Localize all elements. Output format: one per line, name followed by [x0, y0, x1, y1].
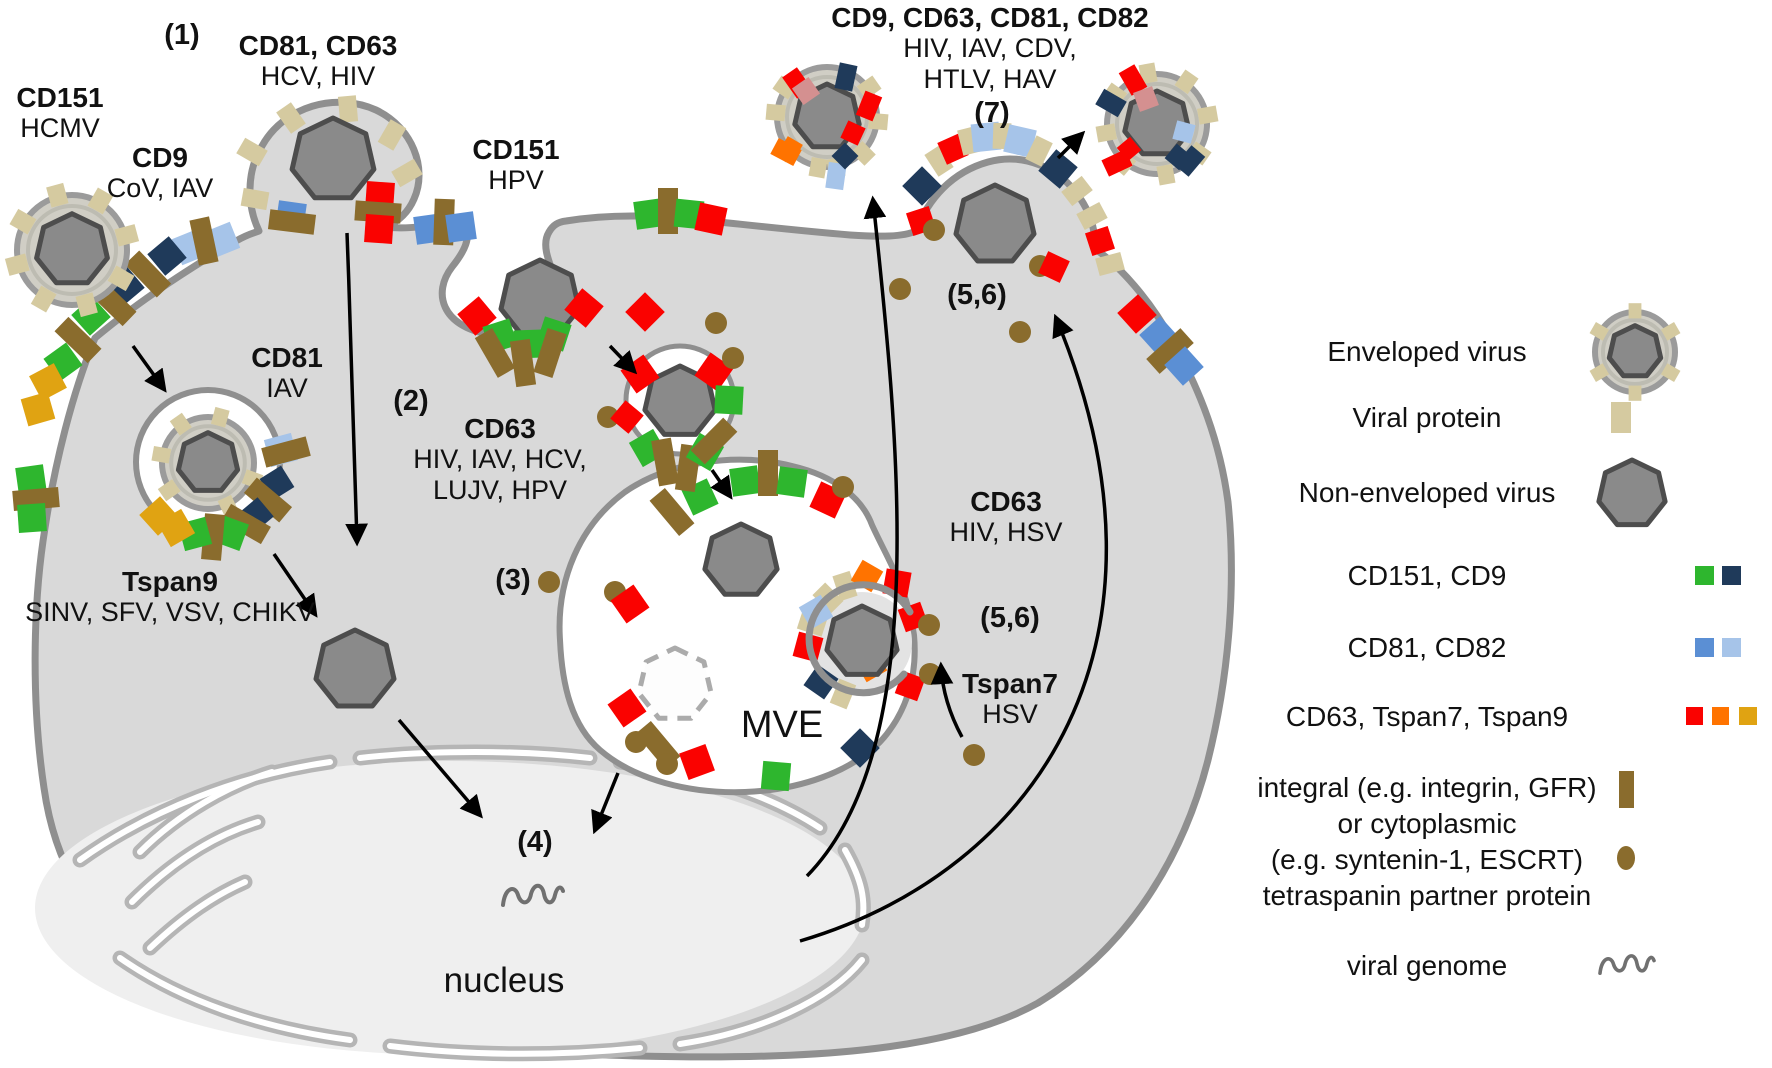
label-cd151-hcmv: CD151 HCMV [16, 82, 104, 143]
enveloped-virus-hcmv [4, 182, 140, 318]
disassembled-capsid-outline [636, 645, 714, 721]
legend-enveloped-virus: Enveloped virus [1327, 336, 1527, 367]
label-step-7: (7) [974, 97, 1010, 129]
bud-virus [236, 95, 423, 211]
label-step-1: (1) [164, 19, 200, 51]
legend-tspan9-swatch [1739, 707, 1757, 725]
legend-icons [1589, 303, 1757, 976]
legend-viral-protein-icon [1611, 402, 1631, 433]
pit-virus-hpv [457, 257, 665, 388]
legend-cd81-cd82: CD81, CD82 [1347, 632, 1507, 663]
legend-cytoplasmic-partner-icon [1617, 846, 1635, 870]
legend-cd63-tspan7-tspan9: CD63, Tspan7, Tspan9 [1285, 701, 1569, 732]
legend-integral-partner-icon [1619, 771, 1634, 808]
label-cd151-hpv: CD151 HPV [472, 134, 560, 195]
legend-cd81-swatch [1695, 638, 1714, 657]
legend-cd151-cd9: CD151, CD9 [1347, 560, 1507, 591]
mve-organelle [556, 450, 941, 796]
label-cd9-cov-iav: CD9 CoV, IAV [106, 142, 214, 203]
legend-cd63-swatch [1686, 707, 1703, 725]
label-cd81-iav: CD81 IAV [251, 342, 323, 403]
legend-viral-genome: viral genome [1346, 950, 1508, 981]
label-step-5-6-mve: (5,6) [980, 602, 1040, 634]
label-tspan9: Tspan9 SINV, SFV, VSV, CHIKV [25, 566, 315, 627]
pathway-arrows [131, 130, 1109, 943]
endosome-cd63 [620, 343, 744, 493]
label-exit-title: CD9, CD63, CD81, CD82 HIV, IAV, CDV, HTL… [831, 2, 1149, 94]
legend-enveloped-virus-icon [1589, 303, 1681, 401]
mve-budding-virus [792, 559, 941, 710]
virus-capsid-in-mve [702, 521, 780, 597]
label-cd81-cd63: CD81, CD63 HCV, HIV [238, 30, 398, 91]
label-step-5-6-pm: (5,6) [947, 279, 1007, 311]
label-step-3: (3) [495, 564, 531, 596]
legend-cd82-swatch [1722, 638, 1741, 657]
legend-tspan7-swatch [1712, 707, 1729, 725]
nuclear-envelope [72, 744, 871, 1062]
legend-partner-protein: integral (e.g. integrin, GFR) or cytopla… [1257, 772, 1597, 911]
label-cd63-exit: CD63 HIV, HSV [949, 486, 1063, 547]
legend-cd151-swatch [1695, 566, 1714, 585]
label-step-2: (2) [393, 385, 429, 417]
label-tspan7: Tspan7 HSV [962, 668, 1058, 729]
free-capsid-cytoplasm [313, 627, 397, 709]
label-mve: MVE [740, 704, 824, 746]
label-nucleus: nucleus [443, 961, 565, 1000]
released-enveloped-virus-1 [765, 62, 889, 191]
endosome-cd81-iav [133, 387, 311, 561]
legend-cd9-swatch [1722, 566, 1741, 585]
label-step-4: (4) [517, 826, 553, 858]
nucleus-organelle [35, 744, 871, 1062]
legend-non-enveloped-virus: Non-enveloped virus [1298, 477, 1556, 508]
legend-non-enveloped-virus-icon [1596, 457, 1668, 528]
plasma-membrane-budding-site [902, 121, 1204, 386]
label-cd63-entry: CD63 HIV, IAV, HCV, LUJV, HPV [413, 413, 587, 505]
legend-viral-protein: Viral protein [1352, 402, 1502, 433]
released-enveloped-virus-2 [1095, 62, 1219, 186]
